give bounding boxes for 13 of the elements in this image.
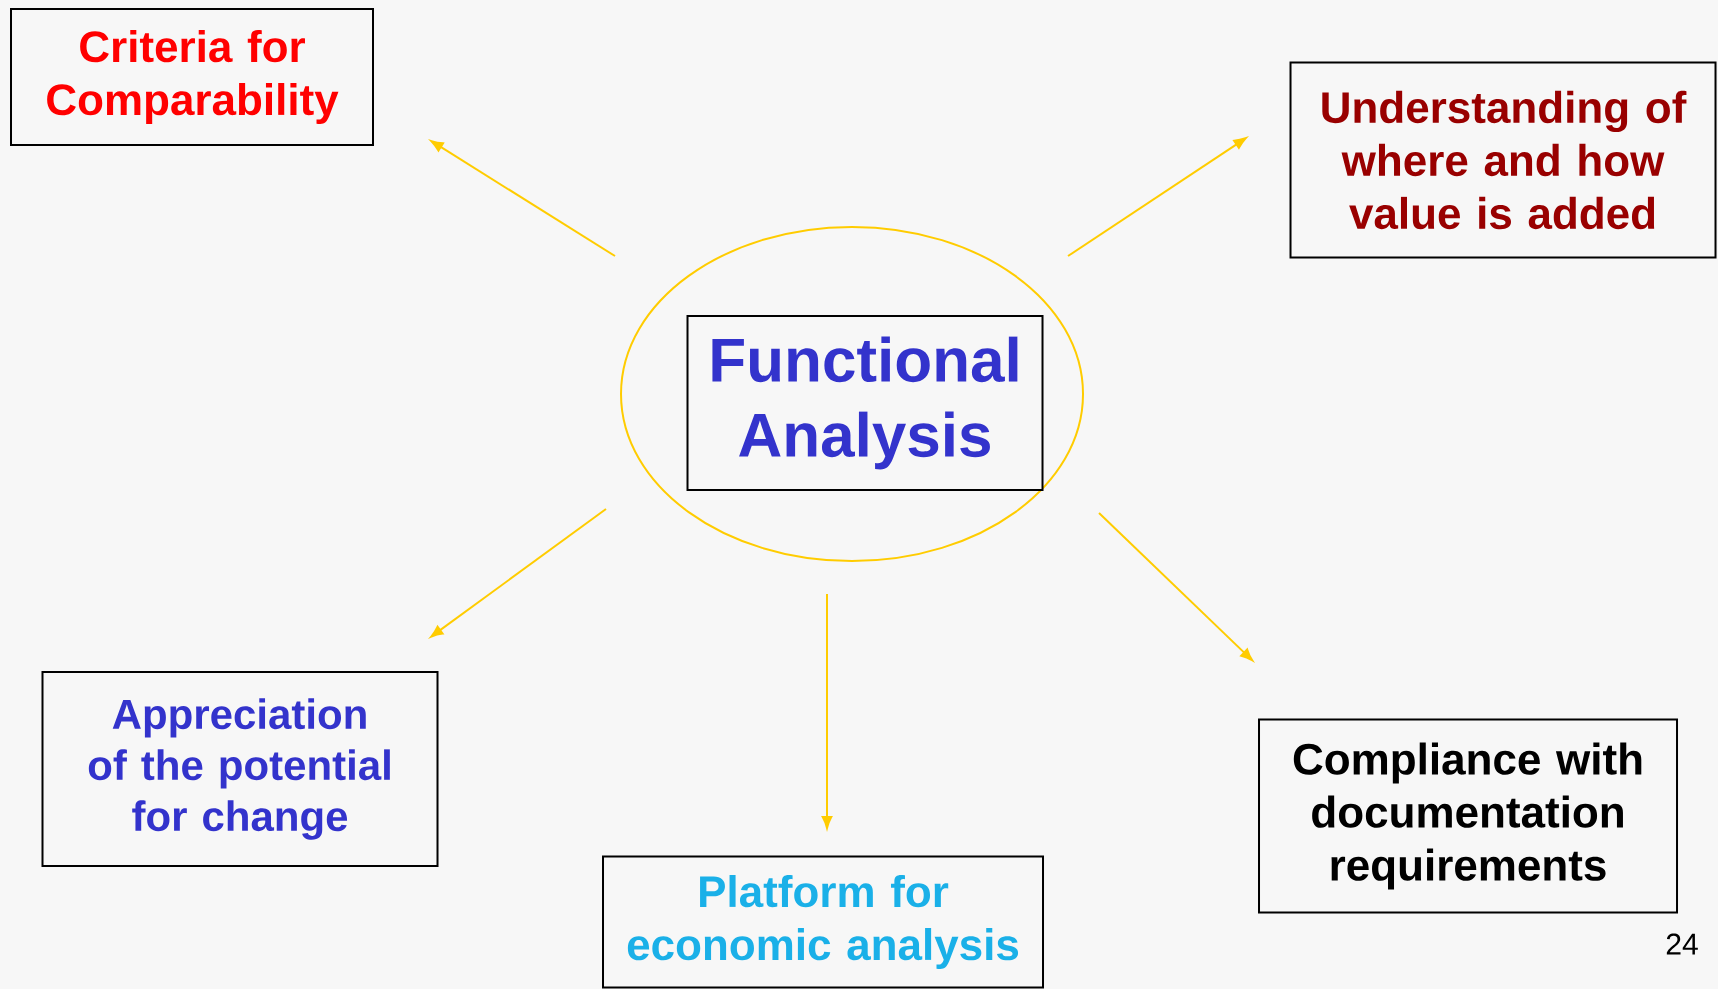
- arrow: [821, 593, 833, 829]
- title-box: Functional Analysis: [686, 315, 1044, 491]
- arrow: [1098, 512, 1254, 662]
- page-number: 24: [1666, 933, 1698, 955]
- ellipse-outline: [620, 226, 1084, 562]
- arrow: [1067, 137, 1247, 257]
- text-box: Appreciation of the potential for change: [41, 671, 439, 867]
- text-box: Compliance with documentation requirements: [1258, 718, 1678, 914]
- text-box: Platform for economic analysis: [602, 855, 1044, 989]
- arrow: [430, 140, 616, 257]
- text-box: Understanding of where and how value is added: [1289, 61, 1717, 259]
- text-box: Criteria for Comparability: [10, 8, 374, 146]
- arrow: [430, 508, 607, 638]
